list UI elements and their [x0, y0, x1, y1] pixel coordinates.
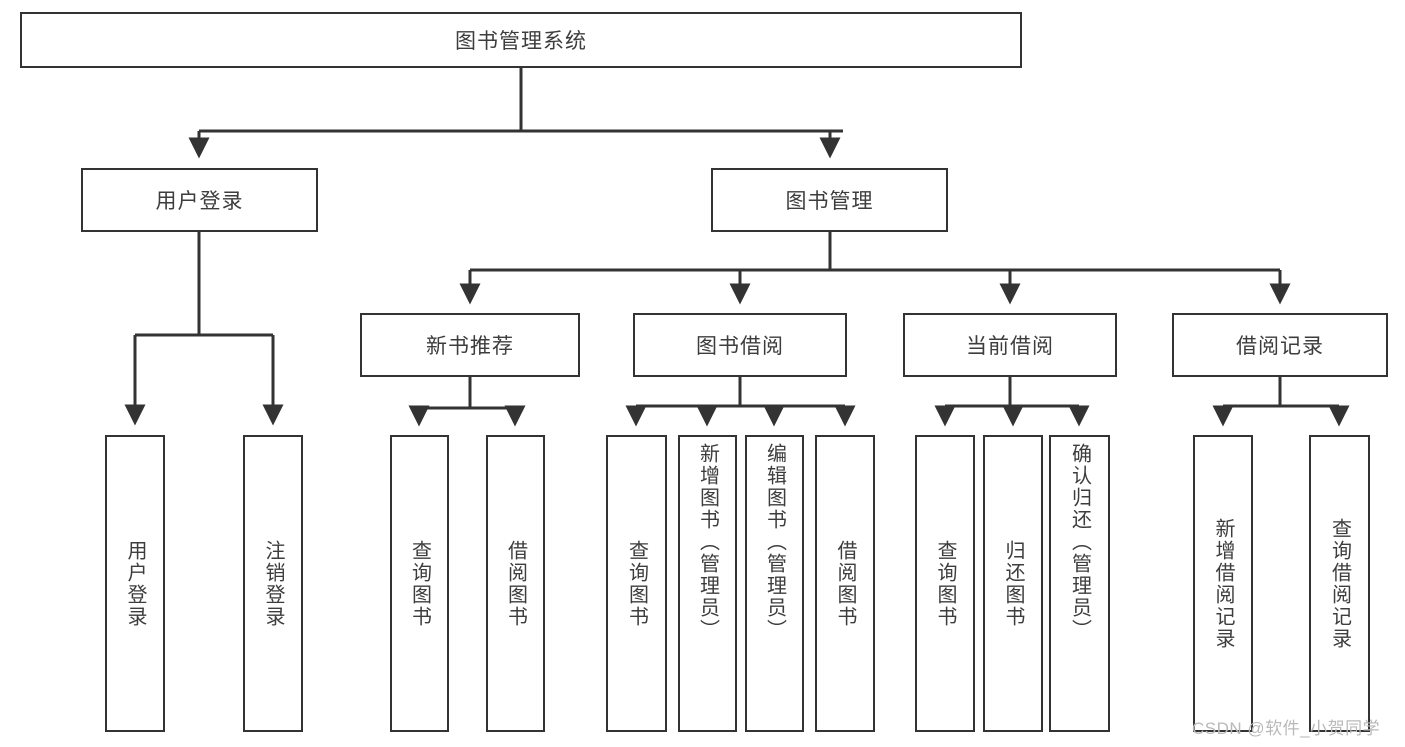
node-leaf-label: 新增图书（管理员） [696, 443, 719, 641]
node-leaf-label: 查询图书 [408, 539, 431, 628]
node-leaf[interactable]: 查询图书 [915, 435, 975, 732]
node-leaf[interactable]: 归还图书 [983, 435, 1043, 732]
node-leaf-label: 用户登录 [124, 539, 146, 628]
node-leaf[interactable]: 新增图书（管理员） [678, 435, 737, 732]
node-user-login-label: 用户登录 [155, 190, 244, 213]
node-leaf-label: 查询图书 [625, 539, 648, 628]
node-leaf-label: 注销登录 [262, 539, 284, 628]
node-borrow-records-label: 借阅记录 [1236, 335, 1324, 358]
node-new-book-recommend[interactable]: 新书推荐 [360, 313, 580, 377]
node-borrow-records[interactable]: 借阅记录 [1172, 313, 1388, 377]
node-leaf[interactable]: 借阅图书 [815, 435, 875, 732]
node-leaf-label: 借阅图书 [504, 539, 527, 628]
node-root-system[interactable]: 图书管理系统 [20, 12, 1022, 68]
node-leaf-label: 确认归还（管理员） [1068, 443, 1091, 641]
node-leaf[interactable]: 注销登录 [243, 435, 303, 732]
node-leaf-label: 编辑图书（管理员） [763, 443, 786, 641]
node-book-management-label: 图书管理 [785, 190, 874, 213]
node-leaf[interactable]: 查询借阅记录 [1309, 435, 1370, 732]
node-book-borrow[interactable]: 图书借阅 [633, 313, 847, 377]
node-leaf-label: 新增借阅记录 [1212, 517, 1234, 650]
node-leaf-label: 查询图书 [934, 539, 956, 628]
node-leaf-label: 查询借阅记录 [1328, 517, 1351, 650]
node-leaf[interactable]: 确认归还（管理员） [1049, 435, 1110, 732]
node-leaf-label: 借阅图书 [834, 539, 856, 628]
node-current-borrow-label: 当前借阅 [966, 335, 1054, 358]
node-current-borrow[interactable]: 当前借阅 [903, 313, 1117, 377]
csdn-watermark: CSDN @软件_小贺同学 [1192, 719, 1381, 738]
node-user-login[interactable]: 用户登录 [81, 168, 318, 232]
node-leaf[interactable]: 查询图书 [390, 435, 449, 732]
node-leaf[interactable]: 编辑图书（管理员） [745, 435, 804, 732]
node-book-management[interactable]: 图书管理 [711, 168, 948, 232]
node-leaf[interactable]: 查询图书 [606, 435, 667, 732]
node-new-book-recommend-label: 新书推荐 [426, 335, 514, 358]
node-root-label: 图书管理系统 [455, 30, 587, 53]
node-leaf[interactable]: 借阅图书 [486, 435, 545, 732]
node-leaf-label: 归还图书 [1002, 539, 1024, 628]
node-leaf[interactable]: 新增借阅记录 [1193, 435, 1253, 732]
node-leaf[interactable]: 用户登录 [105, 435, 165, 732]
node-book-borrow-label: 图书借阅 [696, 335, 784, 358]
